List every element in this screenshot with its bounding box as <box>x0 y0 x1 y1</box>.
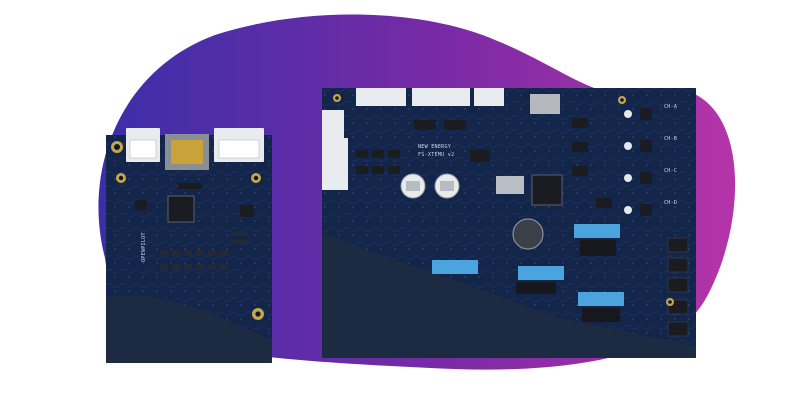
large-board-silkscreen-2: FS-XTEMU v2 <box>418 152 454 158</box>
microcontroller-chip <box>167 195 195 223</box>
large-pcb-board: NEW ENERGY FS-XTEMU v2 CH-A CH-B CH-C CH… <box>322 88 696 358</box>
film-capacitor-4 <box>578 292 624 306</box>
top-connector-3 <box>474 88 504 106</box>
film-capacitor-1 <box>574 224 620 238</box>
channel-label-d: CH-D <box>664 200 677 206</box>
channel-label-c: CH-C <box>664 168 677 174</box>
channel-label-a: CH-A <box>664 104 677 110</box>
right-terminal-blocks <box>667 237 689 337</box>
processor-chip <box>531 174 563 206</box>
top-connector-1 <box>356 88 406 106</box>
top-sd-slot <box>530 94 560 114</box>
side-connector-2 <box>322 138 348 190</box>
large-board-shadow <box>322 232 696 358</box>
film-capacitor-2 <box>432 260 478 274</box>
display-module <box>496 176 524 194</box>
coin-cell <box>512 218 544 250</box>
top-connector-2 <box>412 88 470 106</box>
film-capacitor-3 <box>518 266 564 280</box>
side-connector-1 <box>322 110 344 140</box>
channel-sensors <box>624 108 652 216</box>
small-pcb-board: OPENPILOT <box>106 128 272 363</box>
large-board-silkscreen-1: NEW ENERGY <box>418 144 451 150</box>
channel-label-b: CH-B <box>664 136 677 142</box>
small-board-silkscreen: OPENPILOT <box>141 232 147 262</box>
small-board-shadow <box>106 296 272 363</box>
